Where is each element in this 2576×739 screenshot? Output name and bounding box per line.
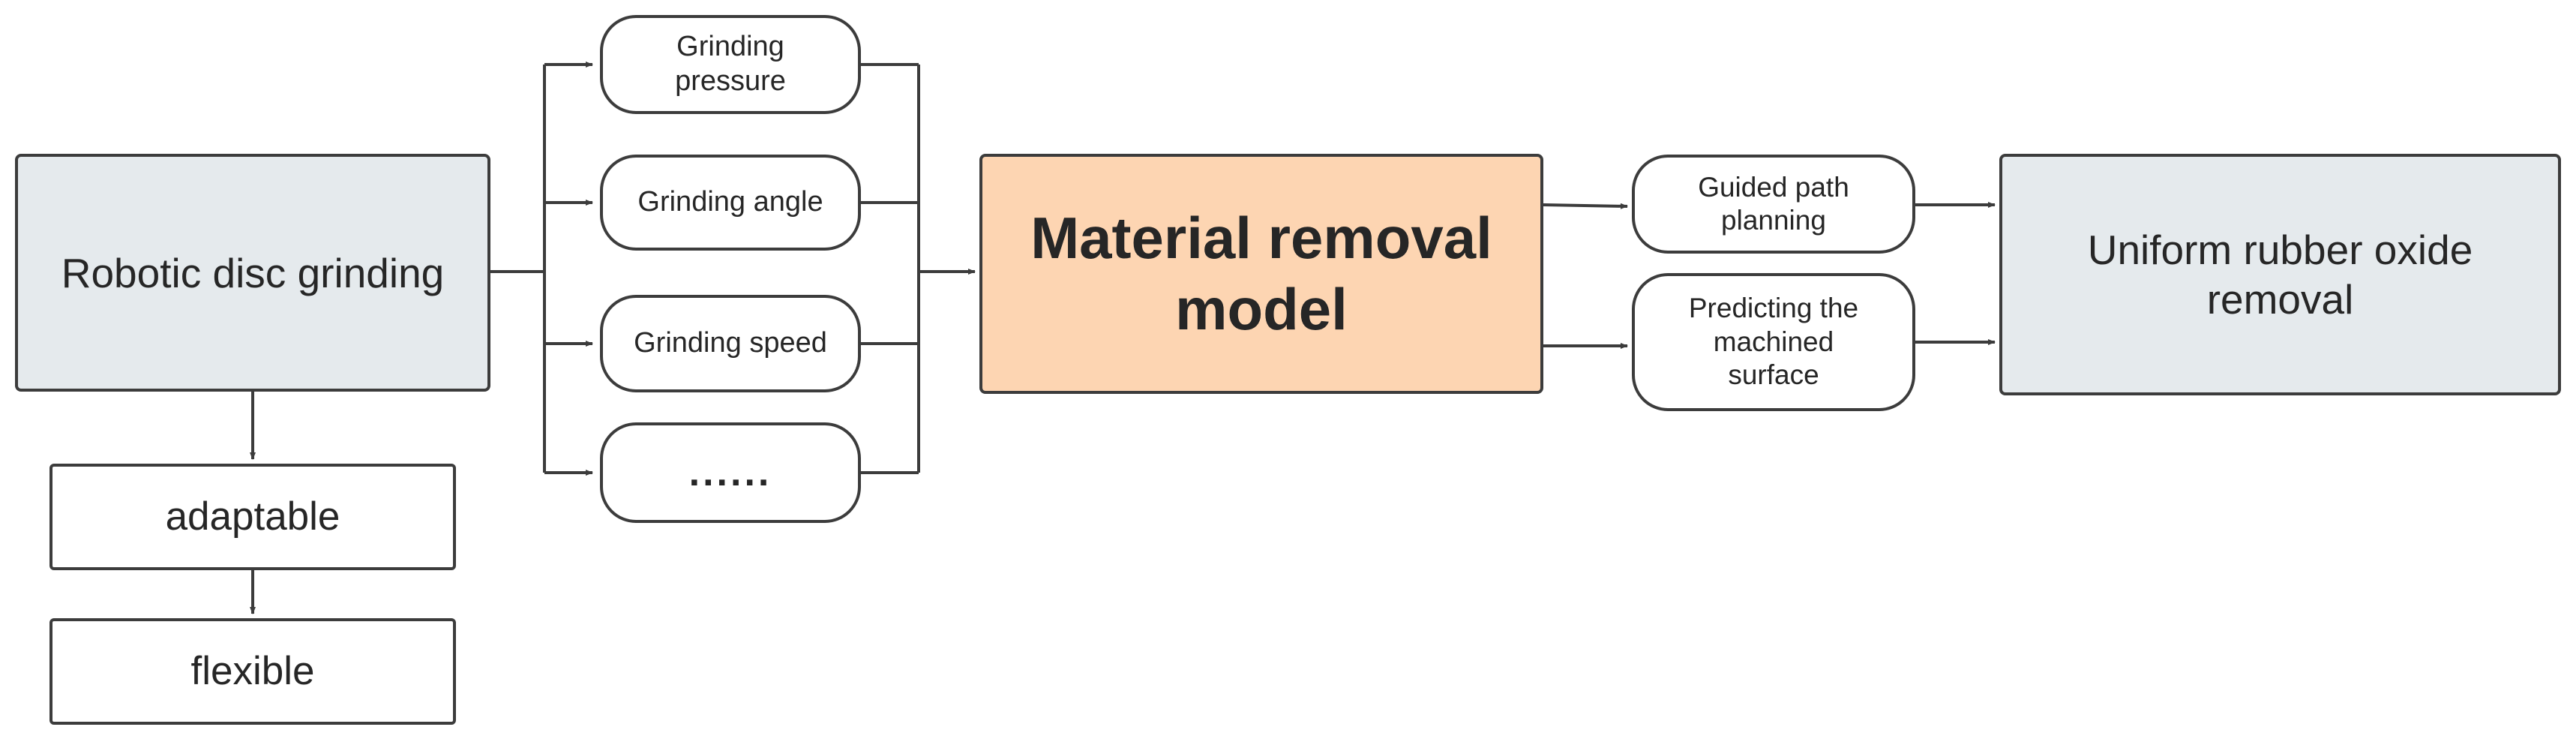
node-grinding-speed: Grinding speed [600, 295, 861, 392]
node-flexible: flexible [49, 618, 456, 725]
node-material-removal-model: Material removal model [979, 154, 1543, 394]
node-grinding-angle: Grinding angle [600, 155, 861, 251]
node-ellipsis: ...... [600, 422, 861, 523]
node-robotic-disc-grinding: Robotic disc grinding [15, 154, 490, 392]
node-adaptable: adaptable [49, 464, 456, 570]
arrow-to-guided-path-planning [1543, 203, 1628, 209]
node-grinding-pressure: Grinding pressure [600, 15, 861, 114]
node-predicting-machined-surface: Predicting the machined surface [1632, 273, 1915, 411]
node-uniform-rubber-oxide-removal: Uniform rubber oxide removal [1999, 154, 2561, 395]
node-guided-path-planning: Guided path planning [1632, 155, 1915, 254]
